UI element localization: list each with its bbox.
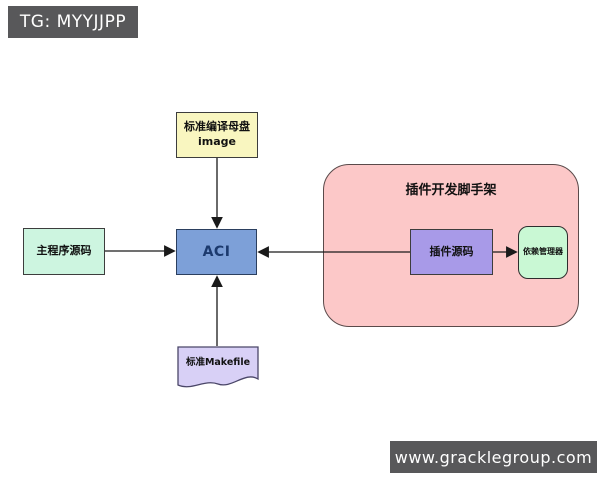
node-main-program-source: 主程序源码 (23, 228, 105, 275)
node-aci: ACI (176, 229, 257, 275)
group-title: 插件开发脚手架 (405, 183, 497, 198)
document-shape (177, 346, 259, 388)
node-label: 插件源码 (429, 244, 474, 258)
node-master-image: 标准编译母盘 image (176, 112, 258, 158)
watermark-badge-top: TG: MYYJJPP (8, 6, 138, 38)
node-dependency-manager: 依赖管理器 (518, 226, 568, 279)
node-label: 主程序源码 (36, 244, 92, 258)
node-label: 依赖管理器 (523, 247, 563, 257)
node-label: image (198, 135, 236, 148)
watermark-badge-bottom: www.gracklegroup.com (390, 441, 597, 473)
node-label: ACI (202, 243, 231, 260)
node-standard-makefile: 标准Makefile (177, 346, 259, 390)
node-label: 标准编译母盘 (184, 120, 250, 134)
node-plugin-source: 插件源码 (410, 229, 493, 275)
node-label: 标准Makefile (185, 356, 251, 368)
